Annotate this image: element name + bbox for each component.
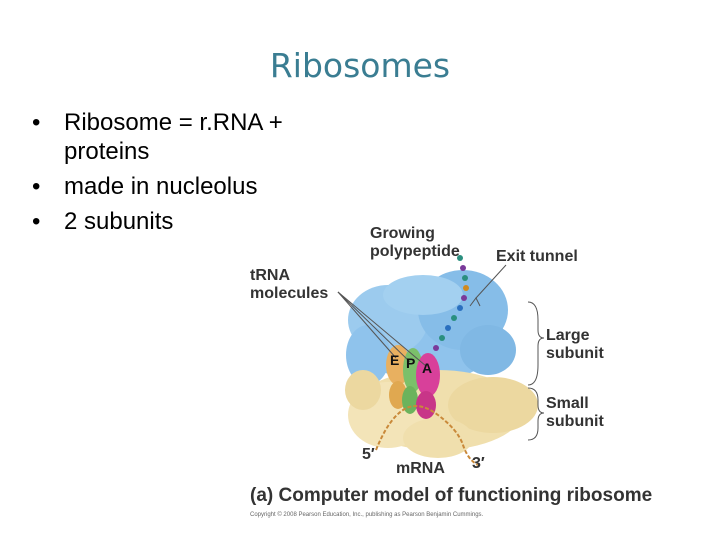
- bullet-list: Ribosome = r.RNA + proteins made in nucl…: [30, 108, 370, 242]
- trna-label: tRNA: [250, 267, 290, 284]
- molecules-label: molecules: [250, 285, 329, 302]
- trna-molecules-shape: [386, 345, 440, 419]
- site-e-label: E: [390, 352, 400, 368]
- site-p-label: P: [406, 355, 416, 371]
- ribosome-figure: Growing polypeptide Exit tunnel tRNA mol…: [238, 210, 698, 525]
- pointer-lines: [337, 264, 545, 441]
- mrna-label: mRNA: [396, 460, 445, 477]
- polypeptide-chain: [433, 255, 469, 351]
- small-label: Small: [546, 395, 589, 412]
- figure-caption: (a) Computer model of functioning riboso…: [250, 485, 653, 506]
- large-subunit-label: subunit: [546, 345, 604, 362]
- large-subunit-shape: [346, 270, 516, 385]
- large-label: Large: [546, 327, 590, 344]
- three-prime-label: 3′: [472, 455, 485, 472]
- site-a-label: A: [422, 360, 433, 376]
- five-prime-label: 5′: [362, 446, 375, 463]
- small-subunit-label: subunit: [546, 413, 604, 430]
- small-subunit-shape: [345, 370, 538, 458]
- bullet-two-subunits: 2 subunits: [30, 207, 370, 236]
- polypeptide-label: polypeptide: [370, 243, 460, 260]
- bullet-made-in-nucleolus: made in nucleolus: [30, 172, 370, 201]
- growing-label: Growing: [370, 225, 435, 242]
- mrna-strand: [375, 405, 479, 466]
- slide-title: Ribosomes: [269, 46, 451, 85]
- exit-tunnel-label: Exit tunnel: [496, 248, 578, 265]
- bullet-ribosome-composition: Ribosome = r.RNA + proteins: [30, 108, 370, 166]
- ribosome-model-illustration: [337, 255, 545, 466]
- copyright-note: Copyright © 2008 Pearson Education, Inc.…: [250, 512, 484, 518]
